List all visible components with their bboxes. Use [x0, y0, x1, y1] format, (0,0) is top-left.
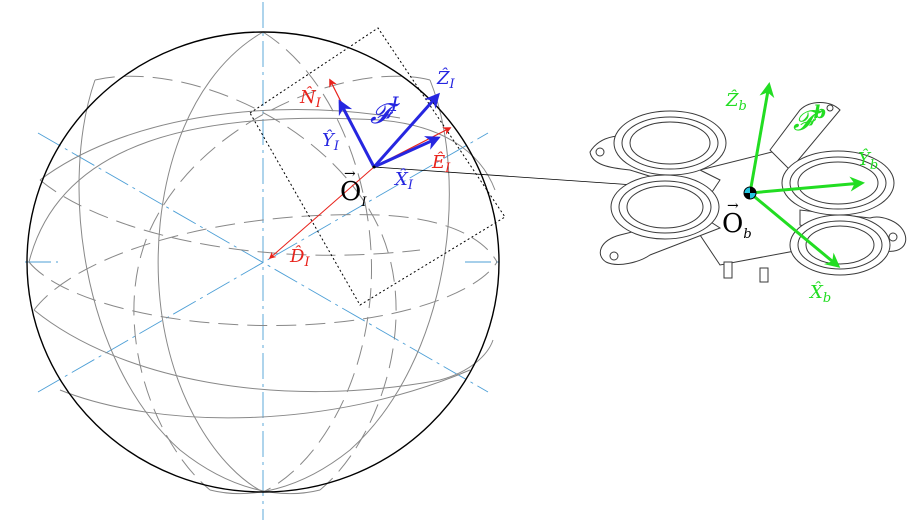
e-axis-label: ÊI: [431, 150, 451, 176]
inertial-frame: [338, 92, 441, 169]
d-axis-arrow: [268, 166, 375, 259]
sphere-outline: [26, 31, 500, 493]
ned-frame: [268, 78, 452, 259]
y-body-axis-arrow: [749, 176, 865, 195]
d-axis-label: D̂I: [289, 245, 310, 270]
z-body-label: Ẑb: [725, 88, 747, 114]
earth-sphere: [25, 2, 502, 520]
x-inertial-axis-arrow: [373, 136, 441, 169]
body-frame: [748, 82, 865, 268]
body-origin-label: Ob: [722, 209, 752, 242]
body-origin-vector-arrow: →: [727, 198, 739, 214]
z-inertial-axis-arrow: [372, 92, 440, 168]
inertial-origin-dot: [372, 165, 376, 169]
rotor-2: [781, 150, 895, 216]
z-body-axis-arrow: [748, 82, 775, 194]
x-body-axis-arrow: [749, 191, 841, 268]
rotor-3: [610, 174, 720, 240]
x-body-label: X̂b: [808, 281, 831, 306]
rotor-1: [613, 110, 727, 176]
quadrotor-drone: [589, 102, 907, 283]
z-inertial-label: ẐI: [436, 66, 456, 92]
guide-lines: [25, 2, 502, 520]
body-origin-marker: [743, 186, 757, 200]
y-inertial-axis-arrow: [338, 99, 376, 168]
inertial-frame-label: 𝓕I: [370, 92, 400, 130]
rotor-4: [789, 214, 891, 276]
n-axis-label: N̂I: [299, 86, 322, 111]
y-inertial-label: ŶI: [322, 128, 340, 154]
inertial-origin-label: OI: [340, 177, 367, 210]
x-inertial-label: X̂I: [393, 168, 414, 193]
inertial-origin-vector-arrow: →: [344, 166, 356, 182]
y-body-label: Ŷb: [858, 147, 878, 173]
